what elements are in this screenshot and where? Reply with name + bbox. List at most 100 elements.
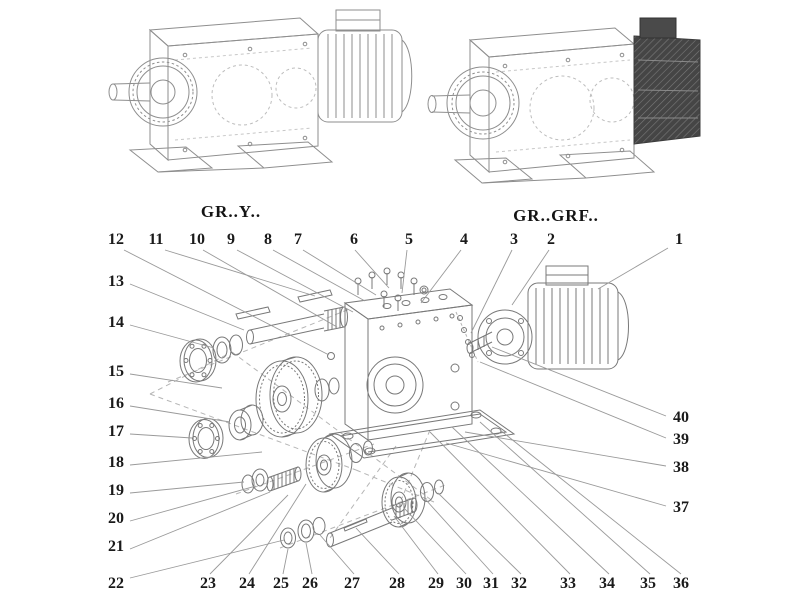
output-gear	[381, 472, 426, 528]
leader-line-34	[451, 426, 610, 575]
callout-39: 39	[673, 431, 689, 448]
base-flange	[328, 409, 516, 459]
leader-line-1	[597, 247, 669, 290]
electric-motor	[317, 9, 413, 123]
drain-plug	[450, 401, 460, 411]
callout-40: 40	[673, 409, 689, 426]
callout-33: 33	[560, 575, 576, 592]
callout-37: 37	[673, 499, 689, 516]
gearbox-housing-grf	[468, 27, 636, 174]
leader-line-2	[511, 249, 550, 306]
terminal-box-grf	[639, 17, 677, 39]
leader-line-12	[123, 249, 330, 356]
motor-flange	[477, 309, 533, 365]
leader-line-26	[305, 542, 313, 575]
leader-line-10	[202, 249, 338, 328]
leader-line-25	[282, 548, 289, 575]
callout-25: 25	[273, 575, 289, 592]
leader-lines	[123, 247, 682, 579]
leader-line-15	[129, 373, 223, 389]
callout-26: 26	[302, 575, 318, 592]
callout-16: 16	[108, 395, 124, 412]
callout-38: 38	[673, 459, 689, 476]
callout-15: 15	[108, 363, 124, 380]
retaining-rings-intermediate	[349, 440, 373, 463]
callout-7: 7	[294, 231, 302, 248]
shaft-key-1	[235, 306, 271, 320]
callout-14: 14	[108, 314, 124, 331]
top-bolts	[354, 267, 429, 311]
leader-line-23	[209, 494, 289, 575]
callout-28: 28	[389, 575, 405, 592]
leader-line-28	[355, 527, 400, 575]
front-bearing-cover	[128, 57, 198, 127]
callout-23: 23	[200, 575, 216, 592]
model-title-left: GR..Y..	[200, 202, 262, 221]
callout-3: 3	[510, 231, 518, 248]
leader-line-36	[499, 429, 682, 575]
leader-line-27	[319, 534, 355, 575]
input-shaft	[246, 306, 348, 345]
callout-6: 6	[350, 231, 358, 248]
second-stage-gear	[305, 433, 353, 493]
leader-line-30	[403, 507, 467, 575]
callout-32: 32	[511, 575, 527, 592]
leader-line-35	[479, 421, 651, 575]
leader-line-24	[248, 483, 307, 575]
leader-line-13	[129, 283, 245, 331]
end-cap	[280, 527, 296, 549]
side-plug	[327, 352, 335, 360]
motor-input-pinion	[466, 331, 493, 354]
callout-10: 10	[189, 231, 205, 248]
callout-35: 35	[640, 575, 656, 592]
ball-bearing-intermediate	[188, 418, 224, 459]
output-shaft-grf	[427, 94, 471, 114]
callout-22: 22	[108, 575, 124, 592]
assembled-view-gr-y	[108, 9, 413, 173]
callout-27: 27	[344, 575, 360, 592]
callout-9: 9	[227, 231, 235, 248]
exploded-view	[149, 265, 629, 549]
callout-5: 5	[405, 231, 413, 248]
callout-19: 19	[108, 482, 124, 499]
callout-36: 36	[673, 575, 689, 592]
callout-2: 2	[547, 231, 555, 248]
front-bearing-cover-grf	[446, 66, 520, 140]
leader-line-20	[129, 485, 257, 522]
callout-1: 1	[675, 231, 683, 248]
flange-studs	[455, 311, 479, 363]
leader-line-31	[425, 499, 494, 575]
leader-line-32	[437, 492, 522, 575]
oil-seal-rings	[212, 334, 243, 364]
leader-line-14	[129, 324, 215, 349]
output-bore-boss	[366, 356, 424, 414]
callout-8: 8	[264, 231, 272, 248]
shaft-key-2	[297, 289, 333, 303]
callout-17: 17	[108, 423, 124, 440]
mounting-feet	[128, 141, 334, 173]
oil-sight-plug	[450, 363, 460, 373]
first-stage-gear	[255, 356, 323, 438]
spacer-washers	[314, 377, 340, 402]
leader-line-5	[401, 249, 408, 294]
callout-11: 11	[148, 231, 164, 248]
leader-line-19	[129, 481, 245, 494]
callout-30: 30	[456, 575, 472, 592]
callout-18: 18	[108, 454, 124, 471]
exploded-motor	[527, 265, 629, 370]
leader-line-37	[445, 442, 667, 507]
callout-4: 4	[460, 231, 468, 248]
callout-21: 21	[108, 538, 124, 555]
leader-line-17	[129, 433, 193, 439]
leader-line-21	[129, 491, 271, 550]
leader-line-18	[129, 451, 263, 466]
leader-line-9	[236, 249, 354, 313]
callout-20: 20	[108, 510, 124, 527]
model-title-right: GR..GRF..	[513, 206, 599, 225]
exploded-housing	[327, 288, 516, 459]
leader-line-11	[164, 249, 316, 297]
leader-line-8	[272, 249, 366, 302]
leader-line-7	[302, 249, 377, 296]
